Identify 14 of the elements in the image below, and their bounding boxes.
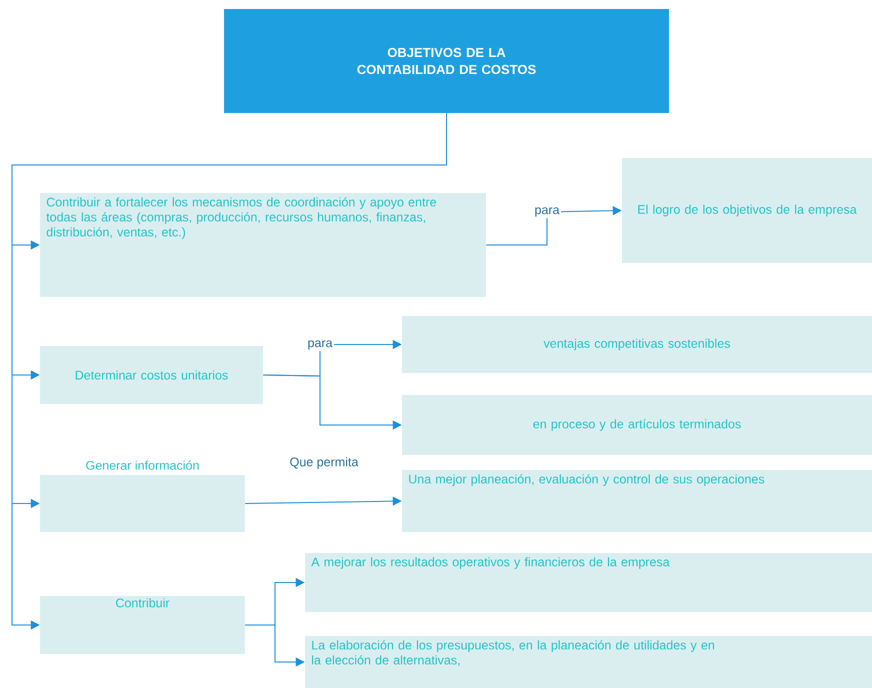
edge-label: Que permita	[290, 457, 358, 469]
text-box: ventajas competitivas sostenibles	[402, 316, 872, 373]
text-box: Contribuir a fortalecer los mecanismos de coordinación y apoyo entre todas las áreas (compras, producción, recursos humanos, finanzas, distribución, ventas, etc.)	[40, 193, 486, 297]
text-box: en proceso y de artículos terminados	[402, 395, 872, 455]
box-heading: Generar información	[86, 460, 199, 470]
edge-label: para	[533, 206, 562, 218]
title-box: OBJETIVOS DE LA CONTABILIDAD DE COSTOS	[224, 9, 669, 113]
text-box: La elaboración de los presupuestos, en la planeación de utilidades y en la elección de alternativas,	[305, 636, 872, 688]
text-box: Una mejor planeación, evaluación y control de sus operaciones	[402, 470, 872, 532]
text-box: Determinar costos unitarios	[40, 346, 263, 404]
text-box: El logro de los objetivos de la empresa	[622, 158, 872, 263]
edge-label: para	[306, 338, 334, 352]
text-box: Contribuir	[40, 596, 245, 654]
text-box: A mejorar los resultados operativos y financieros de la empresa	[305, 553, 872, 612]
